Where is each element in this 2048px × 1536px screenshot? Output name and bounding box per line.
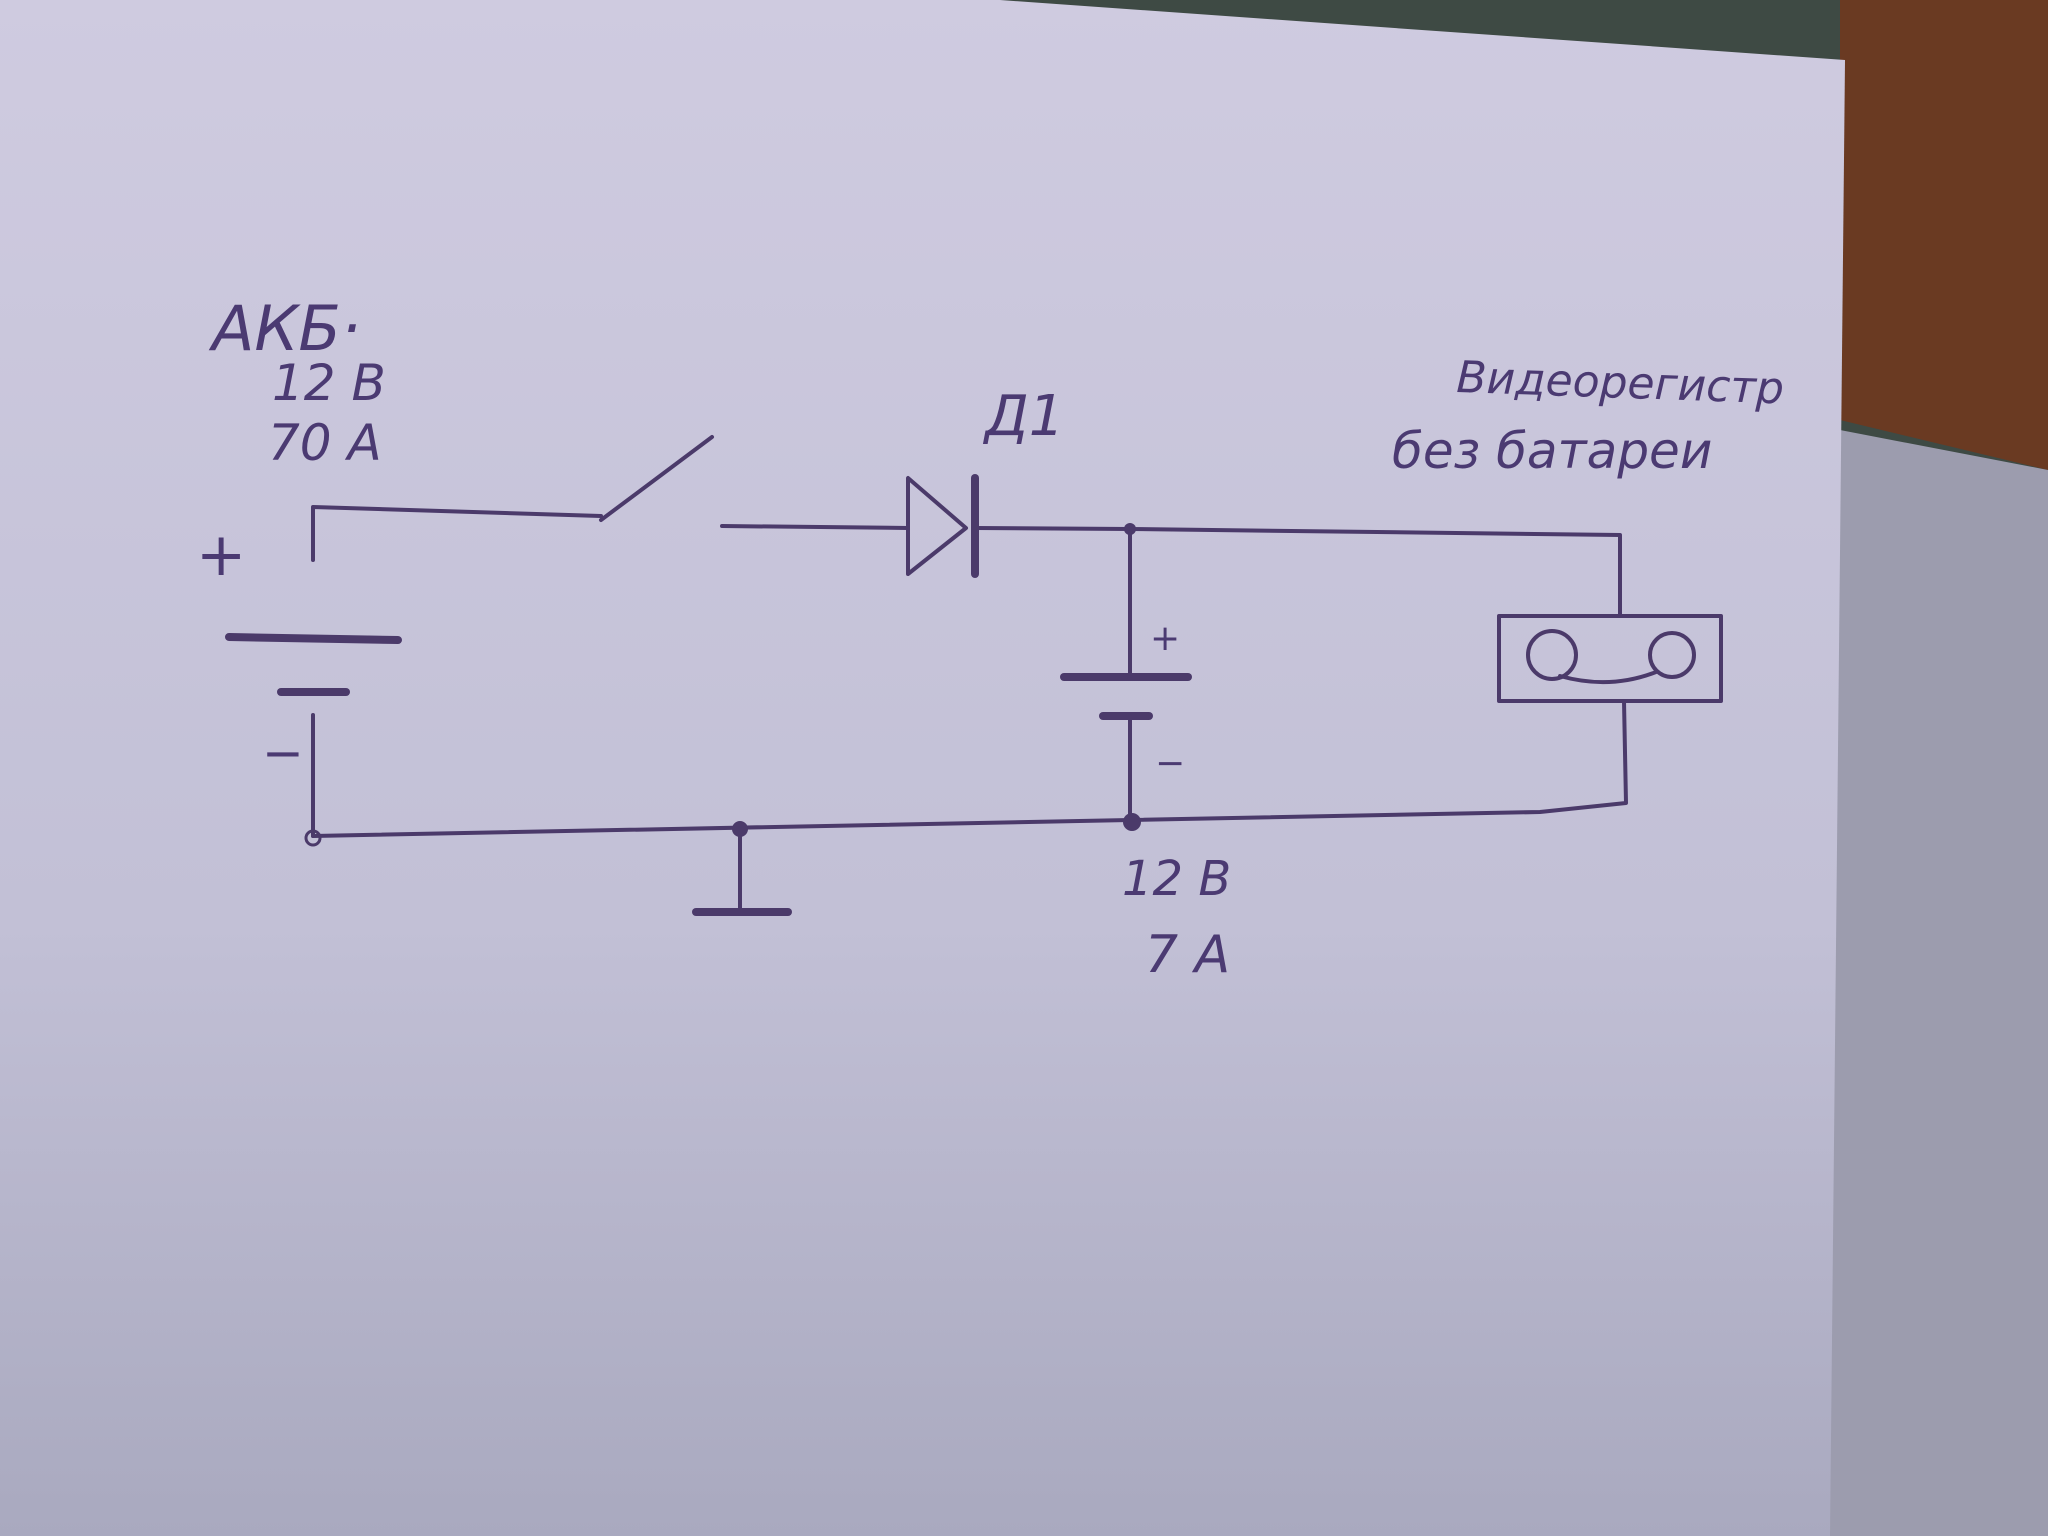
load-circle-left <box>1526 629 1578 681</box>
switch-lever <box>599 435 714 522</box>
load-label-line1: Видеорегистр <box>1456 352 1785 414</box>
diode-triangle <box>906 476 968 576</box>
background-fabric <box>1840 0 2048 470</box>
wire-top-right <box>973 526 1622 616</box>
load-arc <box>1558 670 1658 685</box>
paper-sheet <box>0 0 1845 1536</box>
node-left <box>304 829 322 847</box>
main-battery-capacity: 70 А <box>268 414 382 472</box>
wire-top-left <box>311 505 603 562</box>
load-circle-right <box>1648 631 1696 679</box>
second-sheet <box>1800 430 2048 1536</box>
labels: АКБ· 12 В 70 А + − Д1 + − 12 В 7 А Видео… <box>196 292 1785 985</box>
node-bottom <box>1123 813 1141 831</box>
battery-main-plate-long <box>225 633 402 644</box>
backup-battery-voltage: 12 В <box>1122 851 1231 907</box>
main-battery-name: АКБ· <box>208 292 361 365</box>
wire-bottom <box>311 699 1628 838</box>
backup-battery-plus: + <box>1150 618 1180 659</box>
main-battery-plus: + <box>196 520 246 590</box>
main-battery-minus: − <box>262 724 304 782</box>
wire-to-diode <box>720 524 910 530</box>
backup-battery-capacity: 7 А <box>1145 925 1230 985</box>
backup-battery-minus: − <box>1155 743 1185 784</box>
node-top <box>1124 523 1136 535</box>
circuit-wires <box>225 435 1723 916</box>
main-battery-voltage: 12 В <box>272 354 386 412</box>
diode-label: Д1 <box>982 384 1064 449</box>
load-label-line2: без батареи <box>1392 422 1712 480</box>
load-box <box>1497 614 1723 703</box>
